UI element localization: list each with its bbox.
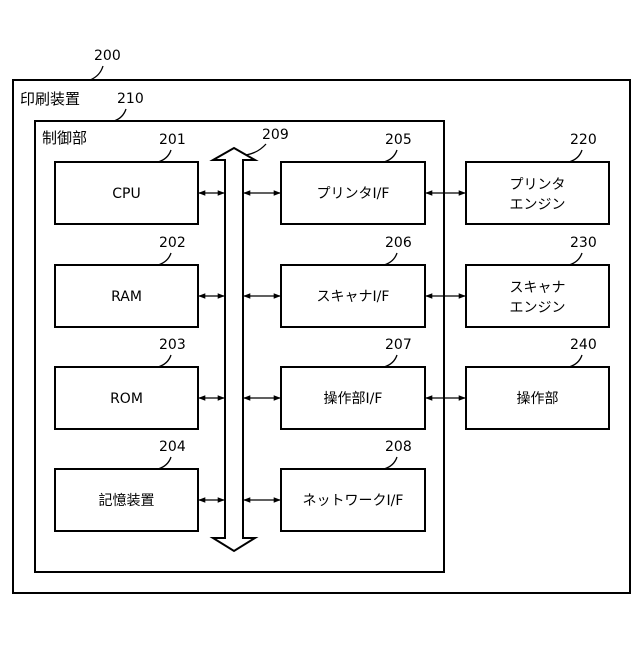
block-network-if-label: ネットワークI/F — [303, 493, 404, 509]
leader-outer — [90, 66, 103, 80]
ref-cpu: 201 — [159, 132, 186, 148]
block-scanner-engine: スキャナ エンジン 230 — [466, 235, 609, 327]
system-bus-arrow — [213, 148, 255, 551]
ref-operation-if: 207 — [385, 337, 412, 353]
block-network-if: ネットワークI/F 208 — [281, 439, 425, 531]
printer-engine-line-2: エンジン — [510, 197, 566, 213]
leader-scanner-if — [384, 253, 397, 265]
ref-operation-unit: 240 — [570, 337, 597, 353]
block-scanner-if-label: スキャナI/F — [317, 289, 390, 305]
leader-ram — [158, 253, 171, 265]
block-operation-unit: 操作部 240 — [466, 337, 609, 429]
leader-network-if — [384, 457, 397, 469]
ref-bus: 209 — [262, 127, 289, 143]
leader-rom — [158, 355, 171, 367]
leader-printer-engine — [569, 150, 582, 162]
block-rom: ROM 203 — [55, 337, 198, 429]
scanner-engine-line-1: スキャナ — [510, 280, 566, 296]
ref-outer: 200 — [94, 48, 121, 64]
ref-storage: 204 — [159, 439, 186, 455]
operation-unit-label: 操作部 — [517, 391, 559, 407]
leader-cpu — [158, 150, 171, 162]
block-storage-label: 記憶装置 — [99, 492, 155, 509]
printer-engine-line-1: プリンタ — [510, 177, 566, 193]
block-scanner-if: スキャナI/F 206 — [281, 235, 425, 327]
ref-controller: 210 — [117, 91, 144, 107]
block-cpu-label: CPU — [112, 186, 140, 202]
block-printer-if-label: プリンタI/F — [317, 186, 390, 202]
printing-apparatus-title: 印刷装置 — [20, 90, 80, 108]
controller-title: 制御部 — [42, 129, 87, 147]
ref-scanner-if: 206 — [385, 235, 412, 251]
leader-operation-unit — [569, 355, 582, 367]
ref-printer-engine: 220 — [570, 132, 597, 148]
ref-ram: 202 — [159, 235, 186, 251]
leader-controller — [114, 109, 126, 121]
ref-scanner-engine: 230 — [570, 235, 597, 251]
leader-scanner-engine — [569, 253, 582, 265]
ref-printer-if: 205 — [385, 132, 412, 148]
leader-bus — [246, 144, 266, 155]
block-ram: RAM 202 — [55, 235, 198, 327]
block-printer-if: プリンタI/F 205 — [281, 132, 425, 224]
ref-network-if: 208 — [385, 439, 412, 455]
ref-rom: 203 — [159, 337, 186, 353]
block-printer-engine: プリンタ エンジン 220 — [466, 132, 609, 224]
leader-printer-if — [384, 150, 397, 162]
block-storage: 記憶装置 204 — [55, 439, 198, 531]
scanner-engine-line-2: エンジン — [510, 300, 566, 316]
block-ram-label: RAM — [111, 289, 142, 305]
block-operation-if: 操作部I/F 207 — [281, 337, 425, 429]
leader-operation-if — [384, 355, 397, 367]
block-rom-label: ROM — [110, 391, 143, 407]
leader-storage — [158, 457, 171, 469]
block-operation-if-label: 操作部I/F — [324, 391, 383, 407]
